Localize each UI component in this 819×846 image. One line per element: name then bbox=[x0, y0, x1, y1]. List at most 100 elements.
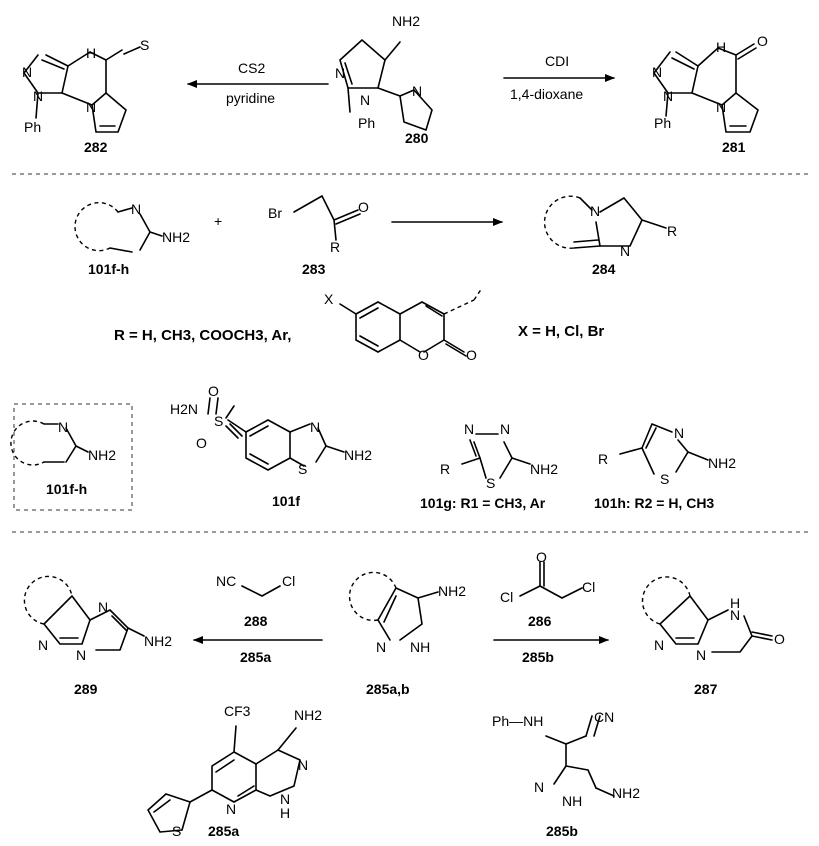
compound-101g: N N S R NH2 101g: R1 = CH3, Ar bbox=[420, 421, 558, 511]
compound-281: N N H N O Ph 281 bbox=[652, 33, 768, 155]
atom-r2: R bbox=[598, 451, 608, 467]
atom-n: N bbox=[652, 64, 662, 80]
atom-n: N bbox=[131, 201, 141, 217]
atom-o: O bbox=[196, 435, 207, 451]
atom-o: O bbox=[774, 631, 785, 647]
atom-nh2: NH2 bbox=[392, 13, 420, 29]
label-101f-h: 101f-h bbox=[88, 261, 129, 277]
atom-cl: Cl bbox=[500, 589, 513, 605]
plus-sign: + bbox=[214, 213, 222, 229]
atom-ph: Ph bbox=[358, 115, 375, 131]
atom-s: S bbox=[298, 461, 307, 477]
atom-n: N bbox=[716, 99, 726, 115]
atom-nh2: NH2 bbox=[162, 229, 190, 245]
atom-cl: Cl bbox=[282, 573, 295, 589]
compound-284: N N R 284 bbox=[543, 195, 677, 277]
arrow-288: NC Cl 288 285a bbox=[193, 573, 323, 665]
label-285b: 285b bbox=[546, 823, 578, 839]
atom-n: N bbox=[310, 419, 320, 435]
solvent-dioxane: 1,4-dioxane bbox=[510, 86, 583, 102]
r-definition: R = H, CH3, COOCH3, Ar, bbox=[114, 327, 291, 344]
atom-br: Br bbox=[268, 205, 282, 221]
atom-nc: NC bbox=[216, 573, 236, 589]
compound-285b: Ph—NH CN N NH NH2 285b bbox=[492, 709, 640, 839]
compound-285a: CF3 NH2 N N H N S 285a bbox=[147, 703, 322, 839]
atom-n: N bbox=[674, 425, 684, 441]
label-280: 280 bbox=[405, 130, 429, 146]
atom-n: N bbox=[464, 421, 474, 437]
reagent-cdi: CDI bbox=[545, 53, 569, 69]
compound-101h: N S R NH2 101h: R2 = H, CH3 bbox=[594, 423, 736, 511]
arrow-286: O Cl Cl 286 285b bbox=[493, 549, 609, 665]
atom-o: O bbox=[757, 33, 768, 49]
label-286: 286 bbox=[528, 613, 552, 629]
atom-n: N bbox=[620, 243, 630, 259]
atom-r1: R bbox=[440, 461, 450, 477]
atom-o: O bbox=[466, 347, 477, 363]
label-285ab: 285a,b bbox=[366, 681, 410, 697]
atom-s: S bbox=[140, 37, 149, 53]
atom-ph: Ph bbox=[654, 115, 671, 131]
atom-n: N bbox=[280, 791, 290, 807]
atom-cl: Cl bbox=[582, 579, 595, 595]
coumarin-substituent: X O O bbox=[324, 287, 483, 363]
arrow-cs2: CS2 pyridine bbox=[187, 60, 329, 106]
atom-cf3: CF3 bbox=[224, 703, 251, 719]
atom-nh2: NH2 bbox=[144, 633, 172, 649]
atom-s: S bbox=[214, 413, 223, 429]
atom-n: N bbox=[58, 419, 68, 435]
atom-nh2: NH2 bbox=[88, 447, 116, 463]
reagent-cs2: CS2 bbox=[238, 60, 265, 76]
atom-n: N bbox=[226, 801, 236, 817]
compound-289: N N N NH2 289 bbox=[23, 575, 172, 697]
compound-280: NH2 N N N Ph 280 bbox=[335, 13, 433, 146]
atom-o: O bbox=[418, 347, 429, 363]
atom-n: N bbox=[696, 647, 706, 663]
atom-n: N bbox=[86, 99, 96, 115]
atom-h: H bbox=[280, 805, 290, 821]
atom-n: N bbox=[335, 65, 345, 81]
atom-x: X bbox=[324, 291, 334, 307]
atom-nh2: NH2 bbox=[438, 583, 466, 599]
atom-s: S bbox=[660, 471, 669, 487]
atom-h: H bbox=[716, 39, 726, 55]
atom-n: N bbox=[654, 637, 664, 653]
label-283: 283 bbox=[302, 261, 326, 277]
label-101h: 101h: R2 = H, CH3 bbox=[594, 495, 714, 511]
atom-n: N bbox=[33, 88, 43, 104]
atom-n: N bbox=[38, 637, 48, 653]
compound-101f-h: N NH2 101f-h bbox=[74, 201, 190, 277]
atom-ph: Ph bbox=[24, 119, 41, 135]
atom-s: S bbox=[486, 475, 495, 491]
atom-h: H bbox=[86, 45, 96, 61]
label-101f: 101f bbox=[272, 493, 300, 509]
atom-nh2: NH2 bbox=[708, 455, 736, 471]
atom-nh: NH bbox=[410, 639, 430, 655]
atom-n: N bbox=[500, 421, 510, 437]
atom-r: R bbox=[667, 223, 677, 239]
label-288: 288 bbox=[244, 613, 268, 629]
atom-n: N bbox=[534, 779, 544, 795]
atom-n: N bbox=[98, 599, 108, 615]
compound-283: Br O R 283 bbox=[268, 195, 369, 277]
atom-n: N bbox=[360, 92, 370, 108]
atom-nh2: NH2 bbox=[530, 461, 558, 477]
atom-n: N bbox=[22, 64, 32, 80]
atom-h2n: H2N bbox=[170, 401, 198, 417]
atom-o: O bbox=[208, 383, 219, 399]
atom-o: O bbox=[536, 549, 547, 565]
atom-nh2: NH2 bbox=[344, 447, 372, 463]
label-282: 282 bbox=[84, 139, 108, 155]
label-281: 281 bbox=[722, 139, 746, 155]
solvent-pyridine: pyridine bbox=[226, 90, 275, 106]
label-285a-arrow: 285a bbox=[240, 649, 271, 665]
atom-h: H bbox=[730, 595, 740, 611]
label-box-101f-h: 101f-h bbox=[46, 481, 87, 497]
atom-r: R bbox=[330, 239, 340, 255]
atom-n: N bbox=[76, 647, 86, 663]
x-definition: X = H, Cl, Br bbox=[518, 323, 604, 340]
atom-n: N bbox=[376, 639, 386, 655]
atom-nh: NH bbox=[562, 793, 582, 809]
atom-n: N bbox=[590, 203, 600, 219]
